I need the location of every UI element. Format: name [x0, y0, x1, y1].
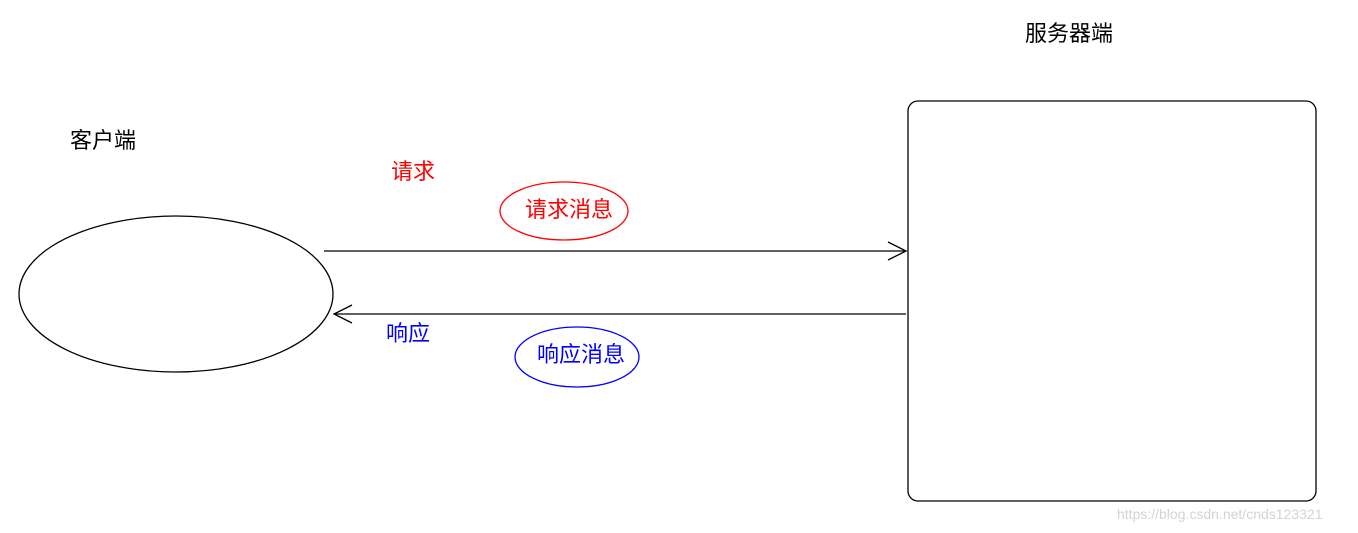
response-message-label: 响应消息	[537, 343, 626, 368]
watermark-text: https://blog.csdn.net/cnds123321	[1117, 506, 1323, 522]
request-label: 请求	[391, 160, 436, 185]
request-message-ellipse	[499, 181, 629, 241]
server-label: 服务器端	[1025, 22, 1114, 47]
response-message-ellipse	[514, 326, 640, 388]
client-label: 客户端	[70, 129, 137, 154]
response-arrow	[332, 304, 906, 324]
client-node	[18, 215, 334, 373]
server-node	[907, 100, 1317, 502]
response-label: 响应	[386, 322, 431, 347]
request-arrow	[324, 241, 908, 261]
request-message-label: 请求消息	[525, 198, 614, 223]
